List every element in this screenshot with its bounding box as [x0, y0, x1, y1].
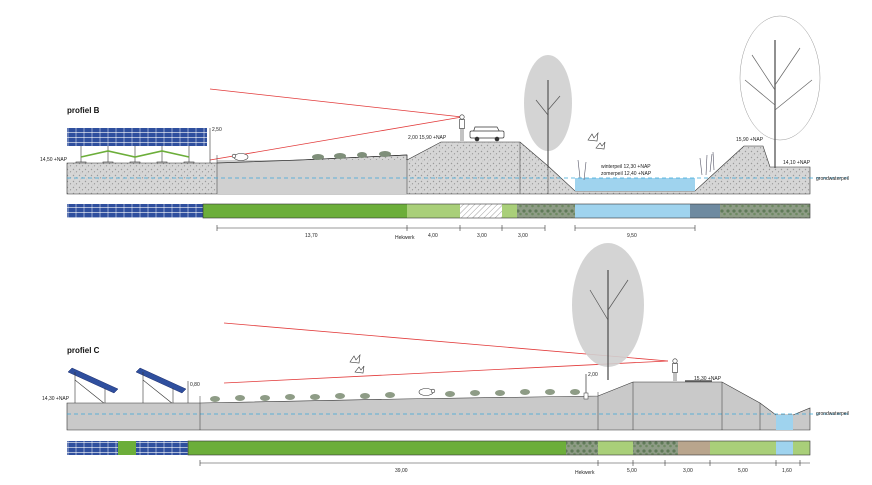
sightline-top [209, 88, 463, 118]
label-fence-height-c: 2,00 [588, 372, 598, 378]
dim-b-3: 3,00 [477, 233, 487, 239]
person-c [672, 358, 678, 381]
sheep-c [418, 388, 436, 396]
label-panel-height-c: 0,80 [190, 382, 200, 388]
tree-c [572, 243, 644, 380]
profile-c-title: profiel C [67, 346, 100, 355]
profile-b-field-soil [217, 160, 407, 194]
label-left-level: 14,50 +NAP [40, 157, 68, 163]
sightline-c-bottom [223, 360, 669, 384]
label-summer: zomerpeil 12,40 +NAP [601, 171, 652, 177]
label-right-level-b: 14,10 +NAP [783, 160, 811, 166]
profile-b-ground [66, 141, 811, 195]
label-right-dike-b: 15,90 +NAP [736, 137, 764, 143]
solar-panel-array [67, 128, 207, 146]
profile-b: profiel B 2,50 14,50 +NAP grondwaterpeil [40, 15, 850, 241]
grass-tufts-c [210, 389, 580, 402]
dim-b-4: 3,00 [518, 233, 528, 239]
bird-icon [587, 131, 606, 150]
label-groundwater-c: grondwaterpeil [816, 411, 849, 417]
dim-b-2: 4,00 [428, 233, 438, 239]
dim-c-2: 5,00 [627, 468, 637, 474]
person-b [459, 114, 465, 141]
dim-b-1: 13,70 [305, 233, 318, 239]
dim-c-3: 3,00 [683, 468, 693, 474]
label-groundwater-b: grondwaterpeil [816, 176, 849, 182]
dim-c-hekwerk: Hekwerk [575, 470, 595, 476]
fence-post-c [583, 374, 589, 400]
grass-strip-under-panels [80, 150, 190, 158]
profile-b-water [575, 178, 695, 191]
profile-c: profiel C 0,80 14,30 +NAP grondwaterpeil [42, 243, 850, 476]
label-panel-height: 2,50 [212, 127, 222, 133]
dimension-line-b [216, 225, 696, 231]
dim-c-5: 1,60 [782, 468, 792, 474]
profile-b-field-surface [216, 154, 408, 164]
tree-b-left [524, 55, 572, 168]
sheep-b [231, 153, 249, 161]
plan-strip-b [67, 203, 811, 219]
label-dike-b: 2,00 15,90 +NAP [408, 135, 447, 141]
label-left-level-c: 14,30 +NAP [42, 396, 70, 402]
dim-c-4: 5,00 [738, 468, 748, 474]
bird-icon [349, 353, 365, 374]
dim-c-1: 39,00 [395, 468, 408, 474]
reeds-b [577, 151, 715, 181]
dim-b-hekwerk: Hekwerk [395, 235, 415, 241]
car-icon [469, 126, 505, 142]
dimension-line-c [199, 460, 810, 466]
plan-strip-c [67, 440, 811, 456]
profile-b-title: profiel B [67, 106, 100, 115]
label-dike-c: 15,30 +NAP [694, 376, 722, 382]
grass-tufts-b [312, 151, 391, 160]
dim-b-5: 9,50 [627, 233, 637, 239]
profile-c-water [776, 415, 793, 430]
tree-b-right [739, 15, 821, 168]
label-winter: winterpeil 12,30 +NAP [601, 164, 651, 170]
sightline-bottom [209, 116, 463, 161]
